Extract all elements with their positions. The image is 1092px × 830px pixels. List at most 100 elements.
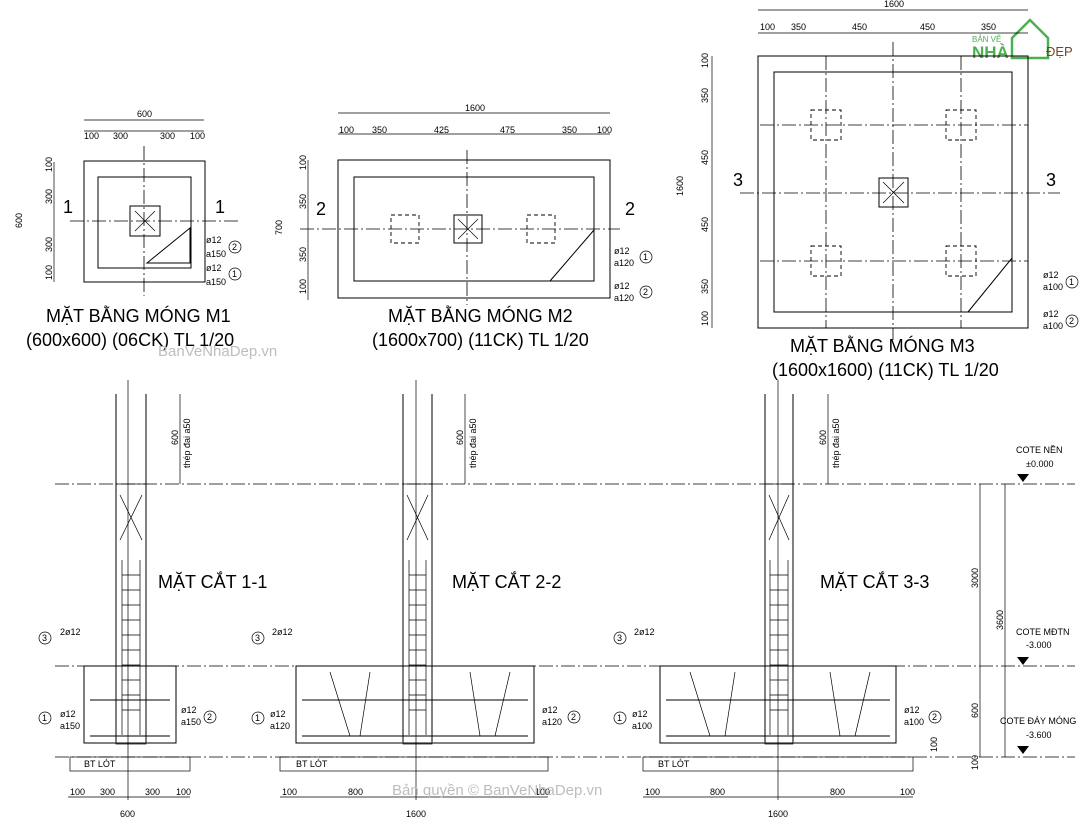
svg-text:100: 100 [190, 131, 205, 141]
m1-section-mark-left: 1 [63, 197, 73, 217]
svg-text:a120: a120 [614, 258, 634, 268]
svg-text:800: 800 [710, 787, 725, 797]
svg-text:350: 350 [298, 247, 308, 262]
svg-text:MẶT BẰNG MÓNG M3: MẶT BẰNG MÓNG M3 [790, 335, 975, 356]
svg-text:600: 600 [970, 703, 980, 718]
svg-text:ø12: ø12 [206, 235, 222, 245]
svg-text:2: 2 [207, 712, 212, 722]
svg-text:600: 600 [120, 809, 135, 819]
section-3-3: 600 thép đai a50 MẶT CẮT 3-3 3 2ø12 1 ø1… [613, 380, 942, 819]
svg-text:a120: a120 [614, 293, 634, 303]
svg-text:MẶT CẮT 3-3: MẶT CẮT 3-3 [820, 571, 929, 592]
svg-text:ø12: ø12 [614, 281, 630, 291]
svg-text:a120: a120 [542, 717, 562, 727]
svg-text:ø12: ø12 [614, 246, 630, 256]
svg-text:450: 450 [700, 217, 710, 232]
svg-text:300: 300 [113, 131, 128, 141]
svg-text:350: 350 [700, 279, 710, 294]
svg-text:(1600x700) (11CK) TL 1/20: (1600x700) (11CK) TL 1/20 [372, 330, 589, 350]
svg-text:450: 450 [852, 22, 867, 32]
svg-text:3600: 3600 [995, 610, 1005, 630]
svg-text:ø12: ø12 [632, 709, 648, 719]
svg-text:300: 300 [44, 237, 54, 252]
svg-text:-3.000: -3.000 [1026, 640, 1052, 650]
svg-text:100: 100 [84, 131, 99, 141]
svg-text:100: 100 [44, 157, 54, 172]
svg-text:350: 350 [981, 22, 996, 32]
svg-text:2: 2 [1069, 316, 1074, 326]
svg-text:thép đai a50: thép đai a50 [831, 418, 841, 468]
svg-text:100: 100 [176, 787, 191, 797]
svg-text:±0.000: ±0.000 [1026, 459, 1053, 469]
svg-text:a150: a150 [206, 277, 226, 287]
svg-text:3000: 3000 [970, 568, 980, 588]
svg-text:600: 600 [170, 430, 180, 445]
svg-text:450: 450 [920, 22, 935, 32]
m1-section-mark-right: 1 [215, 197, 225, 217]
svg-text:1: 1 [232, 269, 237, 279]
svg-text:300: 300 [145, 787, 160, 797]
svg-text:475: 475 [500, 125, 515, 135]
svg-text:450: 450 [700, 150, 710, 165]
svg-text:100: 100 [760, 22, 775, 32]
watermark-bottom: Bản quyền © BanVeNhaDep.vn [392, 782, 602, 799]
svg-text:a150: a150 [181, 717, 201, 727]
plan-m2: 1600 100 350 425 475 350 100 700 100 350… [274, 103, 653, 350]
svg-text:3: 3 [42, 633, 47, 643]
svg-text:800: 800 [830, 787, 845, 797]
svg-text:ø12: ø12 [542, 705, 558, 715]
logo: BẢN VẼ NHÀ ĐẸP [972, 18, 1073, 62]
svg-text:2ø12: 2ø12 [60, 627, 81, 637]
svg-text:2: 2 [232, 242, 237, 252]
svg-text:2: 2 [625, 199, 635, 219]
svg-text:a100: a100 [1043, 282, 1063, 292]
svg-text:1600: 1600 [406, 809, 426, 819]
m1-title: MẶT BẰNG MÓNG M1 [46, 305, 231, 326]
svg-text:1600: 1600 [768, 809, 788, 819]
svg-text:(1600x1600) (11CK) TL 1/20: (1600x1600) (11CK) TL 1/20 [772, 360, 999, 380]
svg-text:2ø12: 2ø12 [634, 627, 655, 637]
svg-text:BT LÓT: BT LÓT [296, 759, 328, 769]
svg-text:MẶT CẮT 2-2: MẶT CẮT 2-2 [452, 571, 561, 592]
svg-text:300: 300 [160, 131, 175, 141]
svg-text:BT LÓT: BT LÓT [658, 759, 690, 769]
svg-text:100: 100 [929, 737, 939, 752]
svg-text:800: 800 [348, 787, 363, 797]
svg-text:3: 3 [617, 633, 622, 643]
svg-text:425: 425 [434, 125, 449, 135]
svg-text:ø12: ø12 [1043, 270, 1059, 280]
svg-text:COTE ĐÁY MÓNG: COTE ĐÁY MÓNG [1000, 716, 1076, 726]
section-2-2: 600 thép đai a50 MẶT CẮT 2-2 3 2ø12 1 ø1… [251, 380, 581, 819]
svg-text:ø12: ø12 [206, 263, 222, 273]
svg-text:100: 100 [700, 53, 710, 68]
svg-text:600: 600 [818, 430, 828, 445]
svg-text:100: 100 [298, 155, 308, 170]
svg-text:a150: a150 [60, 721, 80, 731]
svg-text:350: 350 [372, 125, 387, 135]
svg-text:600: 600 [14, 213, 24, 228]
svg-text:350: 350 [700, 88, 710, 103]
svg-text:300: 300 [44, 189, 54, 204]
m1-top-total: 600 [137, 109, 152, 119]
svg-text:COTE NỀN: COTE NỀN [1016, 445, 1063, 455]
svg-text:1: 1 [1069, 277, 1074, 287]
logo-top: BẢN VẼ [972, 35, 1001, 44]
svg-text:100: 100 [970, 755, 980, 770]
plan-m3: 1600 100 350 450 450 350 1600 100 350 45… [675, 0, 1079, 380]
svg-text:ø12: ø12 [904, 705, 920, 715]
svg-text:1600: 1600 [675, 176, 685, 196]
svg-text:300: 300 [100, 787, 115, 797]
logo-brand: NHÀ [972, 43, 1009, 62]
svg-text:100: 100 [44, 265, 54, 280]
svg-text:2: 2 [571, 712, 576, 722]
svg-text:-3.600: -3.600 [1026, 730, 1052, 740]
svg-text:ø12: ø12 [181, 705, 197, 715]
svg-text:2: 2 [316, 199, 326, 219]
svg-text:1: 1 [643, 252, 648, 262]
svg-text:thép đai a50: thép đai a50 [468, 418, 478, 468]
svg-text:1: 1 [617, 713, 622, 723]
svg-text:600: 600 [455, 430, 465, 445]
svg-text:a100: a100 [904, 717, 924, 727]
watermark-top: BanVeNhaDep.vn [158, 343, 277, 360]
